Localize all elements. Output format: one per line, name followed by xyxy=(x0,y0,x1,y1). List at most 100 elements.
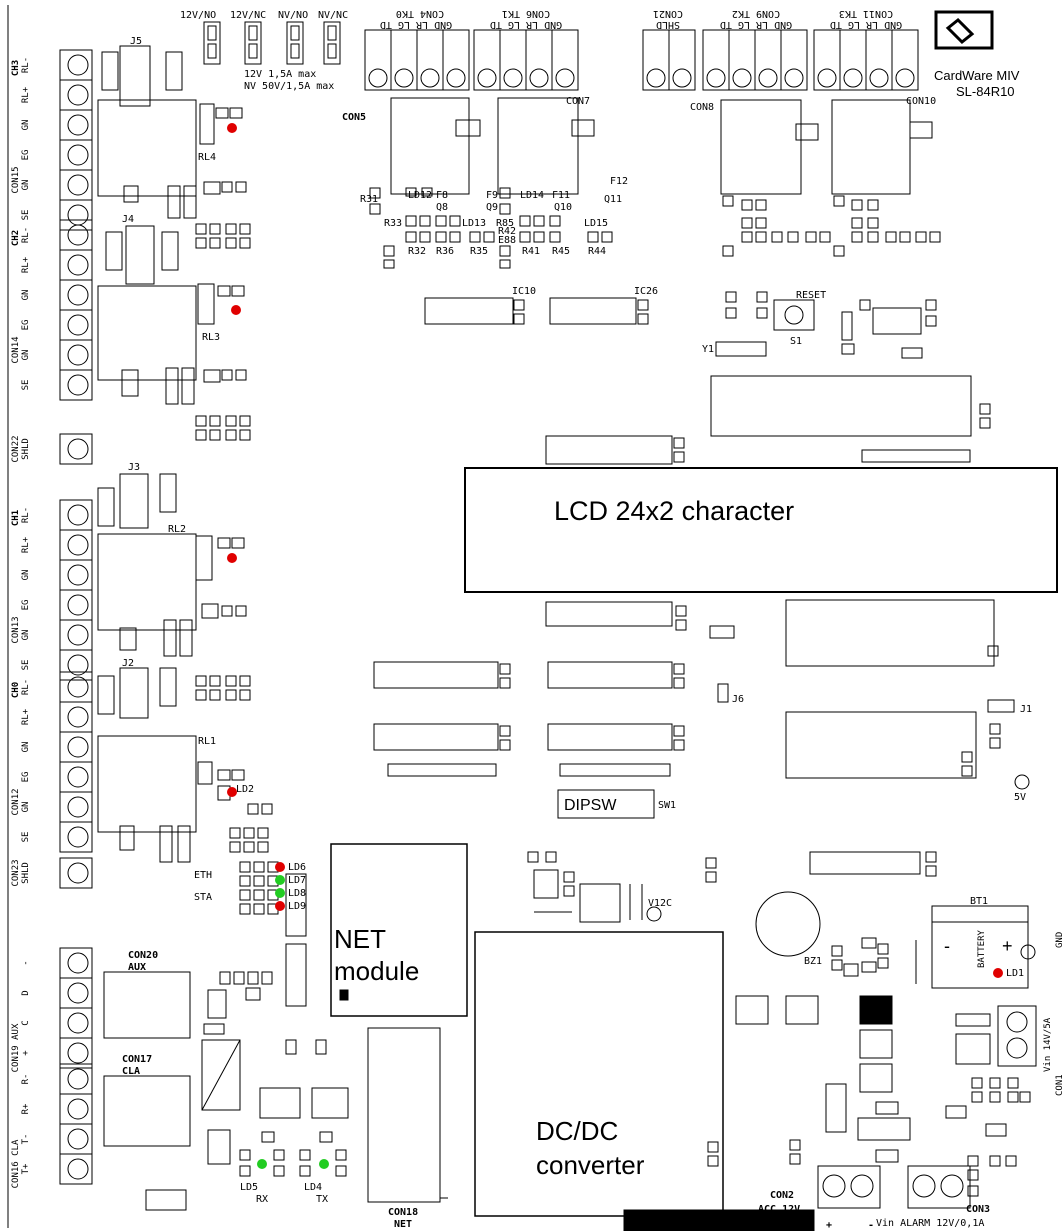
r45-label: R45 xyxy=(552,246,570,257)
terminal-screw-icon xyxy=(67,344,89,366)
f9-label: F9 xyxy=(486,190,498,201)
con9-pins: GND LR LG TD xyxy=(720,19,792,30)
terminal-screw-icon xyxy=(67,676,89,698)
r85-label: R85 xyxy=(496,218,514,229)
con10-label: CON10 xyxy=(906,96,936,107)
sta-label: STA xyxy=(194,892,212,903)
terminal-screw-icon xyxy=(67,624,89,646)
left-connector-pin-label: EG xyxy=(21,600,31,611)
left-connector-pin-label: SE xyxy=(21,832,31,843)
con11-name: CON11 TK3 xyxy=(839,8,893,19)
ld7-label: LD7 xyxy=(288,875,306,886)
con17-label: CON17 xyxy=(122,1054,152,1065)
terminal-screw-icon xyxy=(67,952,89,974)
con18-label: CON18 xyxy=(388,1207,418,1218)
lcd-label: LCD 24x2 character xyxy=(554,496,794,526)
terminal-screw-icon xyxy=(67,1068,89,1090)
terminal-screw-icon xyxy=(67,766,89,788)
led-ld2 xyxy=(227,787,237,797)
terminal-screw-icon xyxy=(67,504,89,526)
left-connector-pin-label: GN xyxy=(21,802,31,813)
con5-label: CON5 xyxy=(342,112,366,123)
j6-label: J6 xyxy=(732,694,744,705)
left-connector-pin-label: RL+ xyxy=(21,86,31,103)
battery-plus: + xyxy=(1002,936,1013,956)
r36-label: R36 xyxy=(436,246,454,257)
terminal-screw-icon xyxy=(67,1012,89,1034)
rx-label: RX xyxy=(256,1194,268,1205)
j4-label: J4 xyxy=(122,214,134,225)
terminal-screw-icon xyxy=(67,54,89,76)
left-connector-pin-label: RL+ xyxy=(21,256,31,273)
jumper-label-4: NV/NC xyxy=(318,10,348,21)
r35-label: R35 xyxy=(470,246,488,257)
left-connector-pin-label: EG xyxy=(21,150,31,161)
r44-label: R44 xyxy=(588,246,606,257)
left-connector-2 xyxy=(59,433,93,465)
left-connector-name: CON16 CLA xyxy=(11,1139,21,1188)
con4-name: CON4 TK0 xyxy=(396,8,444,19)
net-module-label-2: module xyxy=(334,956,419,986)
led-ld4 xyxy=(319,1159,329,1169)
left-connector-pin-label: GN xyxy=(21,570,31,581)
jumper-label-2: 12V/NC xyxy=(230,10,266,21)
led-ld1 xyxy=(993,968,1003,978)
terminal-screw-icon xyxy=(67,594,89,616)
r32-label: R32 xyxy=(408,246,426,257)
con4-pins: GND LR LG TD xyxy=(380,19,452,30)
left-connector-name: CON23 xyxy=(11,859,21,886)
left-connector-pin-label: GN xyxy=(21,120,31,131)
gnd-label: GND xyxy=(1055,932,1064,948)
lcd-block xyxy=(464,467,1058,593)
jumper-note-1: 12V 1,5A max xyxy=(244,69,316,80)
con11-pins: GND LR LG TD xyxy=(830,19,902,30)
r33-label: R33 xyxy=(384,218,402,229)
left-connector-pin-label: SHLD xyxy=(21,862,31,884)
left-connector-pin-label: C xyxy=(21,1020,31,1025)
ld12-label: LD12 xyxy=(408,190,432,201)
terminal-screw-icon xyxy=(67,654,89,676)
terminal-screw-icon xyxy=(67,796,89,818)
top-terminal-blocks xyxy=(364,29,919,91)
ld9-label: LD9 xyxy=(288,901,306,912)
ld5-label: LD5 xyxy=(240,1182,258,1193)
con2-minus: - xyxy=(868,1220,874,1231)
terminal-screw-icon xyxy=(67,174,89,196)
terminal-screw-icon xyxy=(67,826,89,848)
tx-label: TX xyxy=(316,1194,328,1205)
con9-name: CON9 TK2 xyxy=(732,8,780,19)
led-ch3 xyxy=(227,123,237,133)
terminal-screw-icon xyxy=(67,224,89,246)
ld4-label: LD4 xyxy=(304,1182,322,1193)
dcdc-block xyxy=(474,931,724,1217)
ic26-label: IC26 xyxy=(634,286,658,297)
battery-text: BATTERY xyxy=(977,929,987,968)
ld6-label: LD6 xyxy=(288,862,306,873)
left-connector-pin-label: EG xyxy=(21,320,31,331)
dcdc-label-2: converter xyxy=(536,1150,645,1180)
left-connector-name: CON22 xyxy=(11,435,21,462)
led-ld7 xyxy=(275,875,285,885)
net-module-label-1: NET xyxy=(334,924,386,954)
dipsw-label: DIPSW xyxy=(564,797,617,814)
left-connector-pin-label: SHLD xyxy=(21,438,31,460)
left-connector-pin-label: D xyxy=(21,990,31,995)
jumper-label-3: NV/NO xyxy=(278,10,308,21)
terminal-screw-icon xyxy=(67,438,89,460)
r88-label: E88 xyxy=(498,235,516,246)
brand-line2: SL-84R10 xyxy=(956,84,1015,99)
left-connector-pin-label: GN xyxy=(21,350,31,361)
rl4-label: RL4 xyxy=(198,152,216,163)
terminal-screw-icon xyxy=(67,314,89,336)
q10-label: Q10 xyxy=(554,202,572,213)
left-connector-pin-label: SE xyxy=(21,210,31,221)
acc-label: ACC 12V xyxy=(758,1204,800,1215)
aux-label: AUX xyxy=(128,962,146,973)
f12-label: F12 xyxy=(610,176,628,187)
terminal-screw-icon xyxy=(67,144,89,166)
reset-label: RESET xyxy=(796,290,826,301)
ld14-label: LD14 xyxy=(520,190,544,201)
con6-pins: GND LR LG TD xyxy=(490,19,562,30)
led-ld8 xyxy=(275,888,285,898)
